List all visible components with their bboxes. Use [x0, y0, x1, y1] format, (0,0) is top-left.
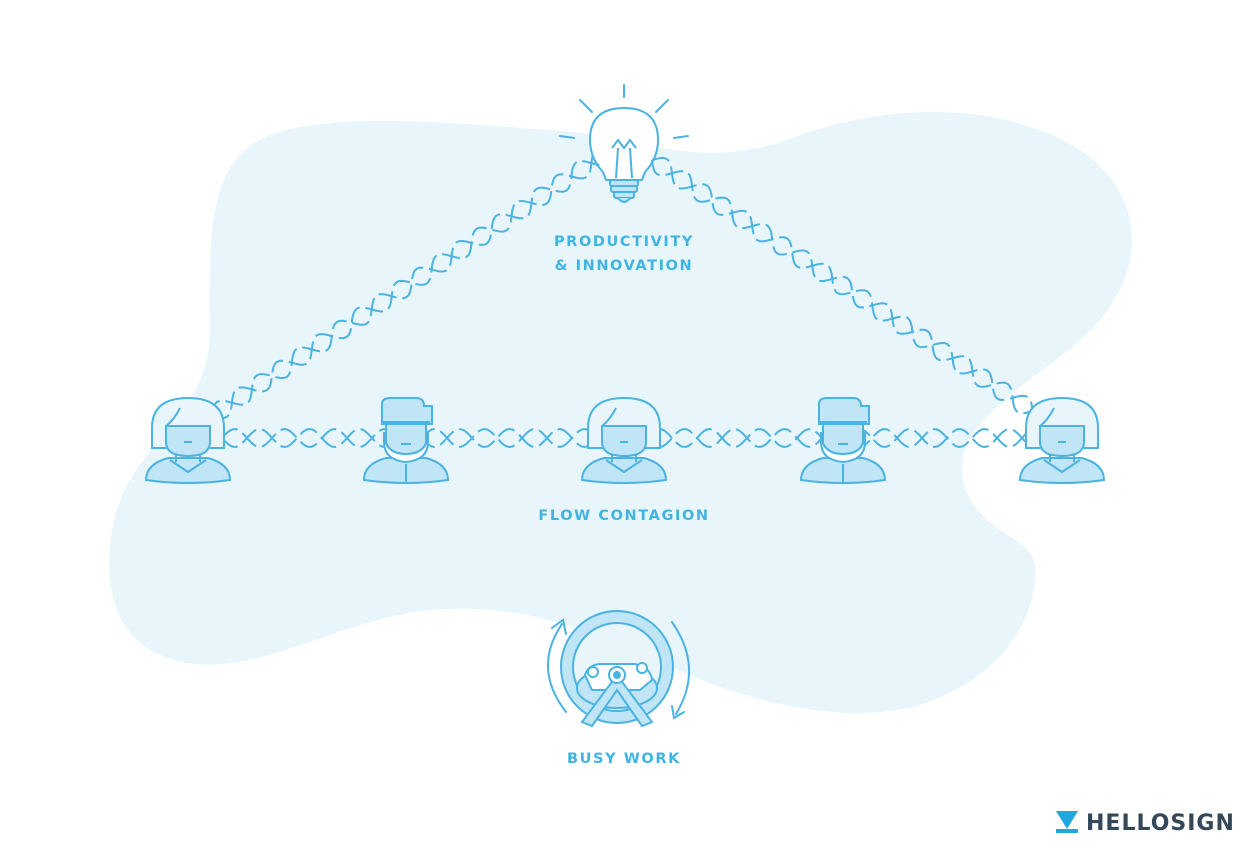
label-productivity-line1: PRODUCTIVITY	[554, 234, 694, 250]
hellosign-wordmark: HELLOSIGN	[1086, 811, 1235, 836]
person-3-woman	[581, 397, 667, 484]
person-5-woman	[1019, 397, 1105, 484]
label-flow-contagion: FLOW CONTAGION	[538, 508, 709, 524]
strand-left-diagonal	[211, 154, 600, 420]
rotation-arrows-icon	[546, 618, 691, 720]
strand-fiber	[651, 157, 1037, 424]
person-1-woman	[145, 397, 231, 484]
lightbulb-icon	[559, 84, 689, 203]
strand-fiber	[651, 159, 1045, 415]
hamster-wheel-icon	[560, 610, 674, 728]
label-productivity-line2: & INNOVATION	[555, 258, 694, 274]
hellosign-logo: HELLOSIGN	[1056, 811, 1235, 836]
strand-fiber	[211, 159, 600, 417]
strand-right-diagonal	[651, 157, 1045, 424]
label-busy-work: BUSY WORK	[567, 751, 681, 767]
hellosign-check-icon	[1056, 811, 1078, 833]
